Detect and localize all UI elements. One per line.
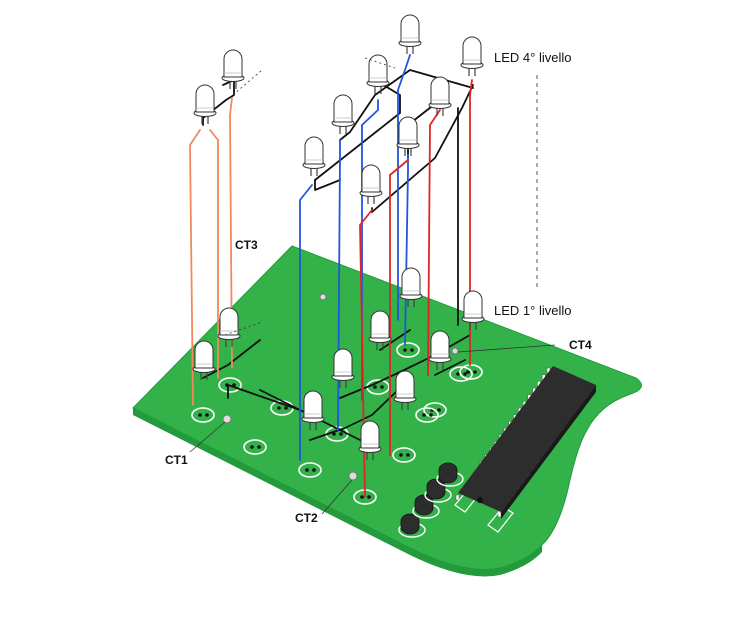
led — [359, 164, 383, 204]
led — [301, 390, 325, 430]
wire — [229, 97, 233, 369]
led — [461, 290, 485, 330]
led — [428, 330, 452, 370]
led — [358, 420, 382, 460]
label-ct1: CT1 — [165, 453, 188, 467]
pcb-pads — [191, 342, 483, 505]
wire — [469, 79, 473, 366]
transistor — [398, 513, 426, 538]
led — [368, 310, 392, 350]
led — [399, 267, 423, 307]
wire — [371, 84, 474, 213]
wire — [299, 184, 313, 461]
ic-chip — [454, 366, 596, 533]
wire — [202, 339, 261, 379]
pcb-pad — [415, 407, 439, 423]
led — [221, 49, 245, 89]
label-ct2: CT2 — [295, 511, 318, 525]
wire — [189, 129, 201, 406]
pcb-pad — [191, 407, 215, 423]
leds — [192, 14, 485, 460]
wires — [189, 54, 474, 498]
led — [331, 94, 355, 134]
pcb-pad — [218, 377, 242, 393]
transistors — [398, 462, 464, 538]
wire — [359, 209, 373, 498]
wire — [209, 129, 219, 379]
ct-points — [222, 293, 459, 481]
led — [193, 84, 217, 124]
wire — [337, 139, 341, 431]
wire — [397, 54, 411, 321]
led — [302, 136, 326, 176]
label-ct3: CT3 — [235, 238, 258, 252]
wire — [389, 159, 409, 456]
wire — [309, 387, 401, 441]
label-led-level-4: LED 4° livello — [494, 50, 572, 65]
led — [398, 14, 422, 54]
wire — [314, 179, 341, 191]
led — [460, 36, 484, 76]
led — [366, 54, 390, 94]
ct2-point — [348, 471, 358, 481]
led — [192, 340, 216, 380]
label-led-level-1: LED 1° livello — [494, 303, 572, 318]
ct3-point — [319, 293, 327, 301]
led — [428, 76, 452, 116]
pcb-pad — [243, 439, 267, 455]
wire — [434, 359, 466, 376]
ct4-point — [451, 347, 459, 355]
pcb-pad — [396, 342, 420, 358]
wire — [339, 69, 474, 141]
transistor — [436, 462, 464, 487]
led — [393, 370, 417, 410]
led — [217, 307, 241, 347]
wire — [259, 389, 301, 411]
ct1-point — [222, 414, 232, 424]
leader-lines — [189, 57, 556, 515]
label-ct4: CT4 — [569, 338, 592, 352]
wire — [361, 99, 379, 401]
pcb-pad — [459, 364, 483, 380]
led — [396, 116, 420, 156]
pcb-pad — [449, 366, 473, 382]
pcb-pad — [392, 447, 416, 463]
led — [331, 348, 355, 388]
pcb-pad — [298, 462, 322, 478]
